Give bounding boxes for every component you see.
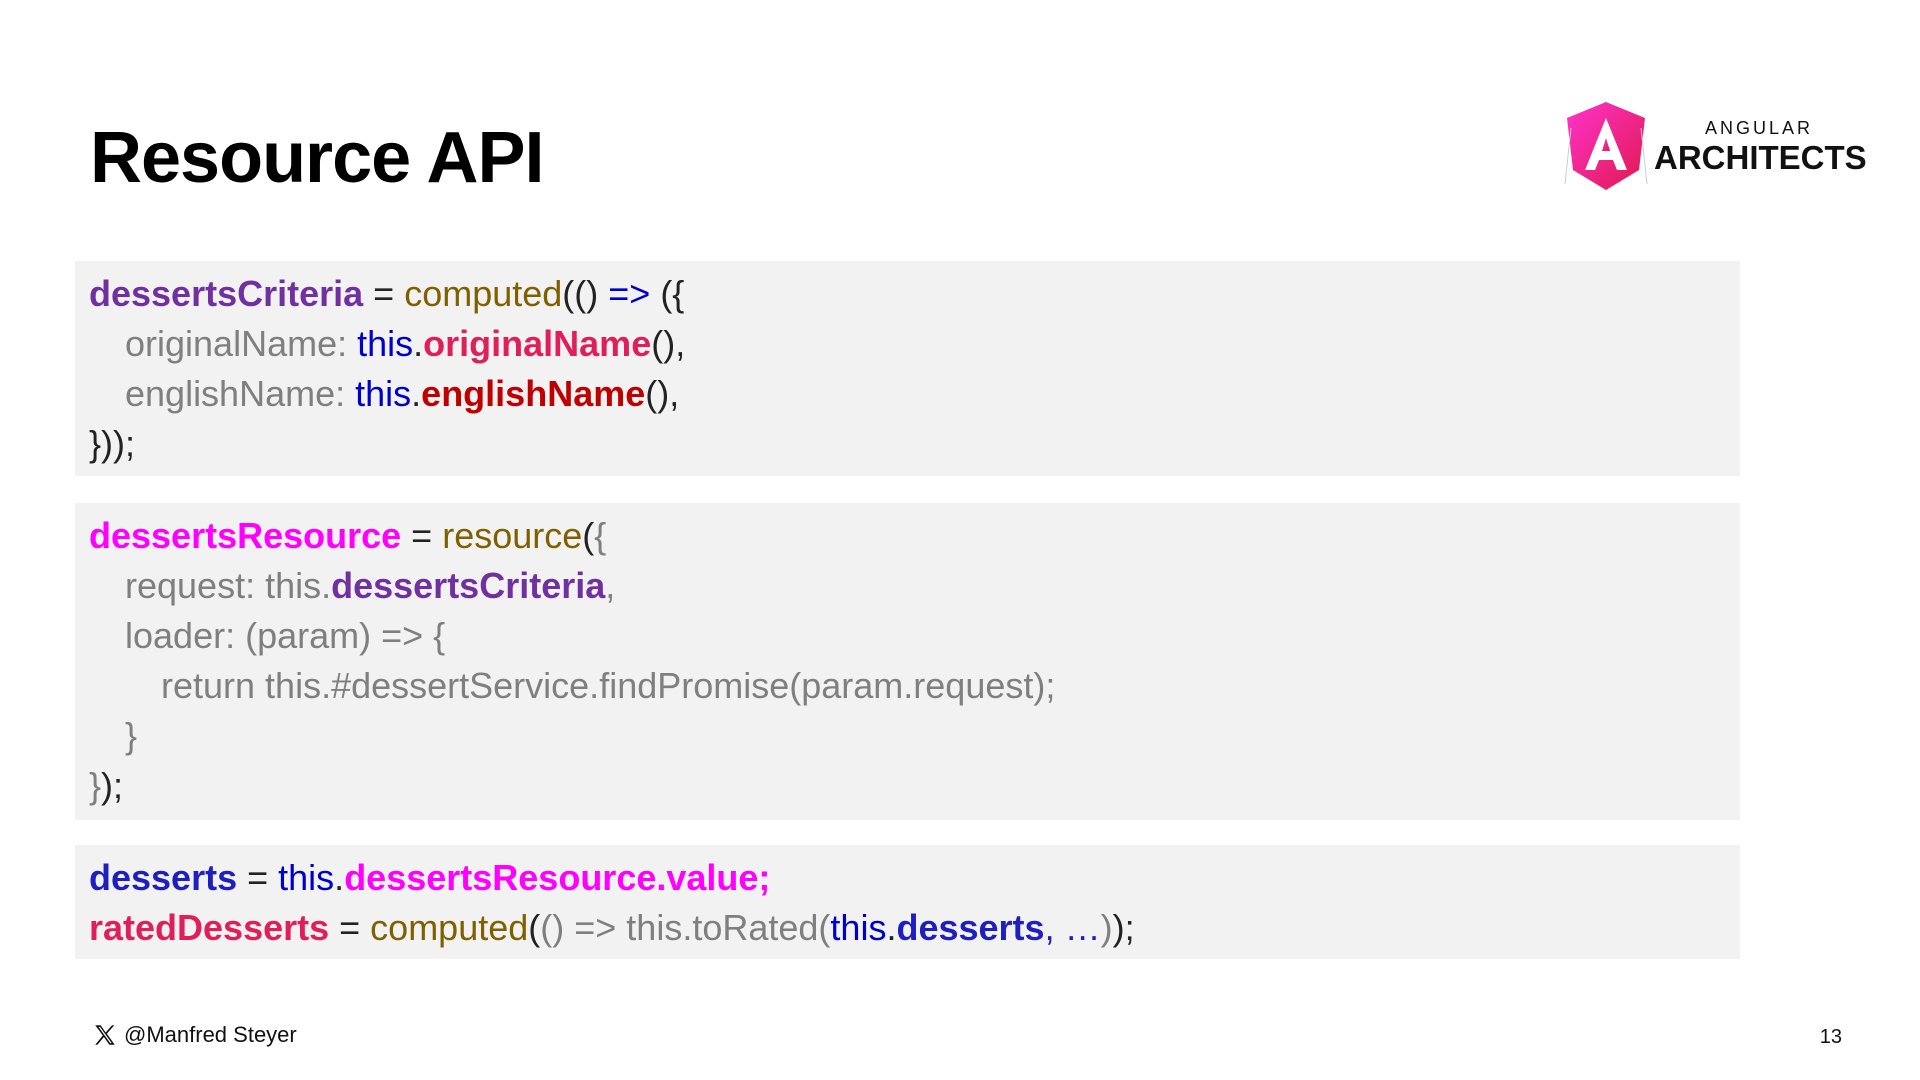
- code-line: return this.#dessertService.findPromise(…: [89, 661, 1740, 711]
- code-token: desserts: [896, 907, 1045, 948]
- code-token: computed: [404, 273, 563, 314]
- code-token: englishName: [421, 373, 646, 414]
- logo-text-architects: ARCHITECTS: [1654, 139, 1867, 176]
- code-token: ({: [650, 273, 685, 314]
- code-token: =: [237, 857, 279, 898]
- code-token: computed: [370, 907, 529, 948]
- code-token: .: [411, 373, 422, 414]
- code-line: request: this.dessertsCriteria,: [89, 561, 1740, 611]
- code-token: );: [1112, 907, 1135, 948]
- code-token: ): [1100, 907, 1113, 948]
- page-number: 13: [1819, 1026, 1842, 1048]
- code-token: =: [329, 907, 371, 948]
- code-token: .: [334, 857, 345, 898]
- code-token: return this.#dessertService.findPromise(…: [161, 665, 1056, 706]
- code-token: =>: [608, 273, 651, 314]
- code-token: loader: (param) => {: [125, 615, 446, 656]
- code-token: ,: [605, 565, 616, 606]
- code-line: dessertsResource = resource({: [89, 511, 1740, 561]
- code-token: =: [401, 515, 443, 556]
- code-token: ((): [562, 273, 609, 314]
- code-line: originalName: this.originalName(),: [89, 319, 1740, 369]
- code-block-desserts-criteria: dessertsCriteria = computed(() => ({orig…: [75, 261, 1740, 476]
- code-token: (),: [645, 373, 680, 414]
- code-token: this: [355, 373, 412, 414]
- code-token: );: [101, 765, 124, 806]
- code-token: ratedDesserts: [89, 907, 330, 948]
- code-token: .: [886, 907, 897, 948]
- slide-title: Resource API: [90, 118, 545, 198]
- footer-twitter-handle: @Manfred Steyer: [92, 1022, 297, 1048]
- code-token: }: [89, 765, 102, 806]
- code-block-desserts: desserts = this.dessertsResource.value;r…: [75, 845, 1740, 959]
- angular-logo-icon: [1564, 102, 1648, 190]
- code-token: desserts: [89, 857, 238, 898]
- code-line: }));: [89, 419, 1740, 469]
- code-line: ratedDesserts = computed(() => this.toRa…: [89, 903, 1740, 953]
- code-token: (),: [651, 323, 686, 364]
- code-token: originalName:: [125, 323, 358, 364]
- x-twitter-icon: [95, 1025, 115, 1045]
- code-block-desserts-resource: dessertsResource = resource({request: th…: [75, 503, 1740, 820]
- code-token: .: [413, 323, 424, 364]
- code-token: request: this.: [125, 565, 332, 606]
- code-token: dessertsCriteria: [331, 565, 606, 606]
- code-token: () => this.toRated(: [540, 907, 831, 948]
- code-line: });: [89, 761, 1740, 811]
- code-token: this: [830, 907, 887, 948]
- angular-architects-logo: ANGULAR ARCHITECTS: [1563, 98, 1867, 198]
- code-token: this: [357, 323, 414, 364]
- code-token: (: [528, 907, 541, 948]
- code-token: dessertsCriteria: [89, 273, 364, 314]
- code-token: resource: [442, 515, 583, 556]
- code-line: }: [89, 711, 1740, 761]
- code-token: {: [594, 515, 607, 556]
- code-token: dessertsResource.value;: [344, 857, 771, 898]
- code-token: }));: [89, 423, 136, 464]
- code-token: , …: [1044, 907, 1101, 948]
- code-token: =: [363, 273, 405, 314]
- code-line: desserts = this.dessertsResource.value;: [89, 853, 1740, 903]
- code-token: (: [582, 515, 595, 556]
- code-line: loader: (param) => {: [89, 611, 1740, 661]
- code-token: originalName: [423, 323, 652, 364]
- code-token: }: [125, 715, 138, 756]
- code-token: englishName:: [125, 373, 356, 414]
- code-line: englishName: this.englishName(),: [89, 369, 1740, 419]
- handle-text: @Manfred Steyer: [124, 1022, 297, 1047]
- code-token: this: [278, 857, 335, 898]
- logo-text-angular: ANGULAR: [1705, 118, 1814, 138]
- code-token: dessertsResource: [89, 515, 402, 556]
- code-line: dessertsCriteria = computed(() => ({: [89, 269, 1740, 319]
